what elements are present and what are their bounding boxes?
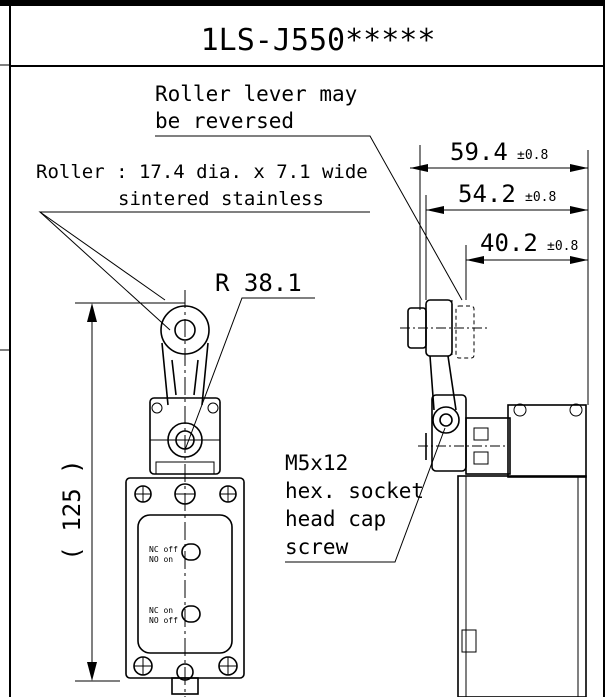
front-view: NC off NO on NC on NO off — [125, 290, 245, 697]
leader-screw — [285, 427, 446, 563]
note-screw-line-4: screw — [285, 535, 349, 559]
switch-upper-no: NO on — [149, 555, 173, 564]
leader-roller-lever — [155, 135, 463, 301]
note-screw-line-3: head cap — [285, 507, 386, 531]
dimension-height: ( 125 ) — [58, 459, 86, 560]
tolerance-40-2: ±0.8 — [547, 239, 578, 254]
dimension-40-2: 40.2 — [480, 229, 538, 257]
note-roller-line-2: sintered stainless — [118, 188, 324, 210]
drawing-title: 1LS-J550***** — [201, 23, 436, 58]
switch-lower-no: NO off — [149, 616, 178, 625]
switch-upper-nc: NC off — [149, 545, 178, 554]
note-screw-line-1: M5x12 — [285, 451, 348, 475]
note-radius: R 38.1 — [215, 269, 302, 297]
dimension-54-2: 54.2 — [458, 180, 516, 208]
dimension-59-4: 59.4 — [450, 138, 508, 166]
note-roller-lever-line-1: Roller lever may — [155, 82, 357, 106]
side-dimensions — [410, 150, 589, 405]
note-screw-line-2: hex. socket — [285, 479, 424, 503]
note-roller-line-1: Roller : 17.4 dia. x 7.1 wide — [36, 161, 368, 183]
tolerance-54-2: ±0.8 — [525, 190, 556, 205]
top-border — [0, 0, 605, 6]
leader-radius — [184, 297, 315, 451]
tolerance-59-4: ±0.8 — [517, 148, 548, 163]
side-view — [400, 145, 587, 697]
switch-lower-nc: NC on — [149, 606, 173, 615]
note-roller-lever-line-2: be reversed — [155, 109, 294, 133]
